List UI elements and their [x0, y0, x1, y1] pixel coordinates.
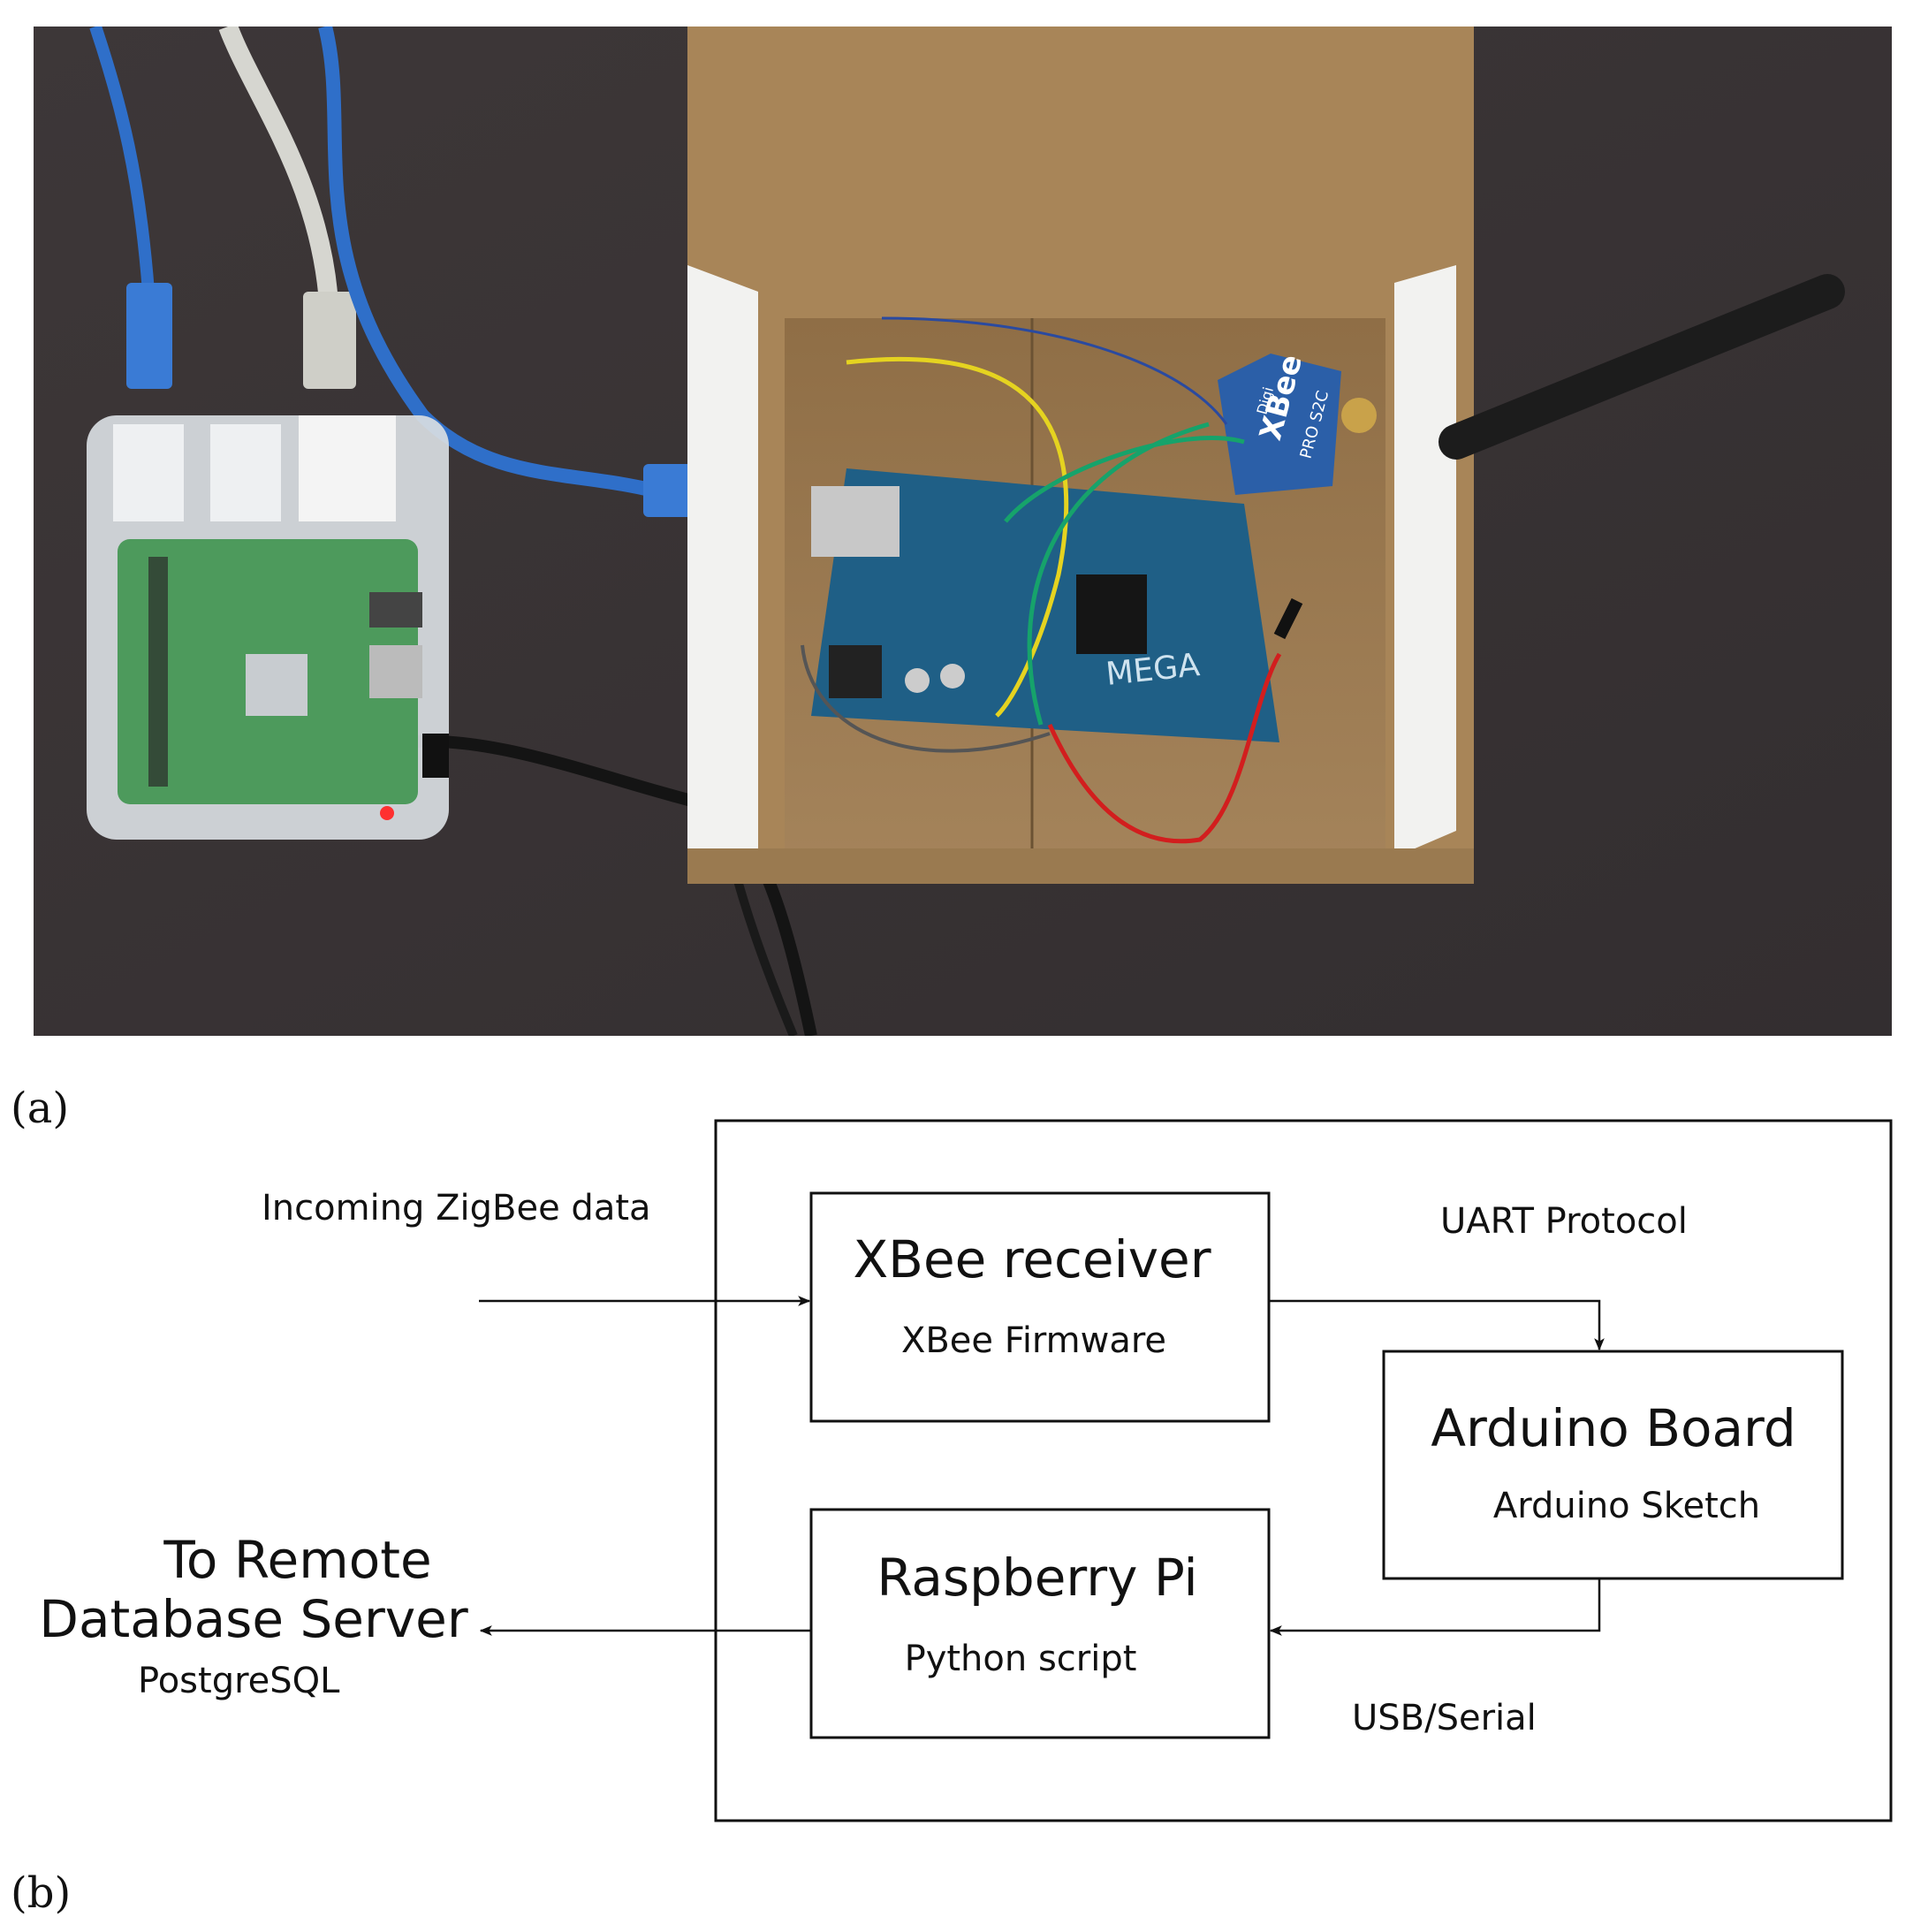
- wire-green-2: [1027, 422, 1210, 726]
- cardboard-box: [687, 27, 1474, 884]
- usb-serial-label: USB/Serial: [1352, 1698, 1537, 1738]
- remote-sub: PostgreSQL: [138, 1661, 340, 1701]
- raspberry-pi-box: [809, 1508, 1271, 1739]
- antenna: [1439, 274, 1845, 460]
- arduino-board-subtitle: Arduino Sketch: [1493, 1486, 1760, 1526]
- setup-photo-svg: MEGA XBee PRO S2C Digi: [34, 27, 1892, 1036]
- wire-black: [1273, 597, 1303, 640]
- arduino-board-title: Arduino Board: [1431, 1398, 1795, 1458]
- wire-gray: [801, 644, 1051, 753]
- usb-plug-pi: [126, 283, 172, 389]
- xbee-module: XBee PRO S2C Digi: [1218, 351, 1377, 495]
- ethernet-plug: [303, 292, 356, 389]
- arduino-board-box: [1382, 1350, 1844, 1580]
- ethernet-cable: [218, 27, 339, 319]
- arduino-board: MEGA: [811, 468, 1279, 742]
- xbee-receiver-box: [809, 1191, 1271, 1423]
- usb-cable-pi: [89, 27, 155, 293]
- incoming-zigbee-label: Incoming ZigBee data: [262, 1188, 651, 1228]
- usb-serial-arrow: [1269, 1578, 1601, 1636]
- remote-line2: Database Server: [39, 1589, 468, 1649]
- wire-red: [1047, 652, 1282, 844]
- raspberry-pi-subtitle: Python script: [905, 1639, 1137, 1679]
- raspberry-pi: [87, 415, 449, 840]
- uart-protocol-label: UART Protocol: [1440, 1201, 1688, 1242]
- raspberry-pi-title: Raspberry Pi: [877, 1548, 1197, 1608]
- usb-cable-arduino: [318, 27, 672, 502]
- wire-green: [1004, 436, 1245, 523]
- system-boundary: [714, 1119, 1893, 1822]
- xbee-receiver-title: XBee receiver: [853, 1229, 1211, 1289]
- uart-arrow: [1269, 1299, 1605, 1351]
- wire-blue: [881, 316, 1228, 425]
- xbee-receiver-subtitle: XBee Firmware: [901, 1320, 1166, 1361]
- wire-yellow: [846, 356, 1069, 718]
- setup-photo: MEGA XBee PRO S2C Digi: [34, 27, 1892, 1036]
- remote-line1: To Remote: [163, 1530, 431, 1590]
- panel-a-label: (a): [11, 1084, 70, 1133]
- panel-b-label: (b): [11, 1868, 72, 1918]
